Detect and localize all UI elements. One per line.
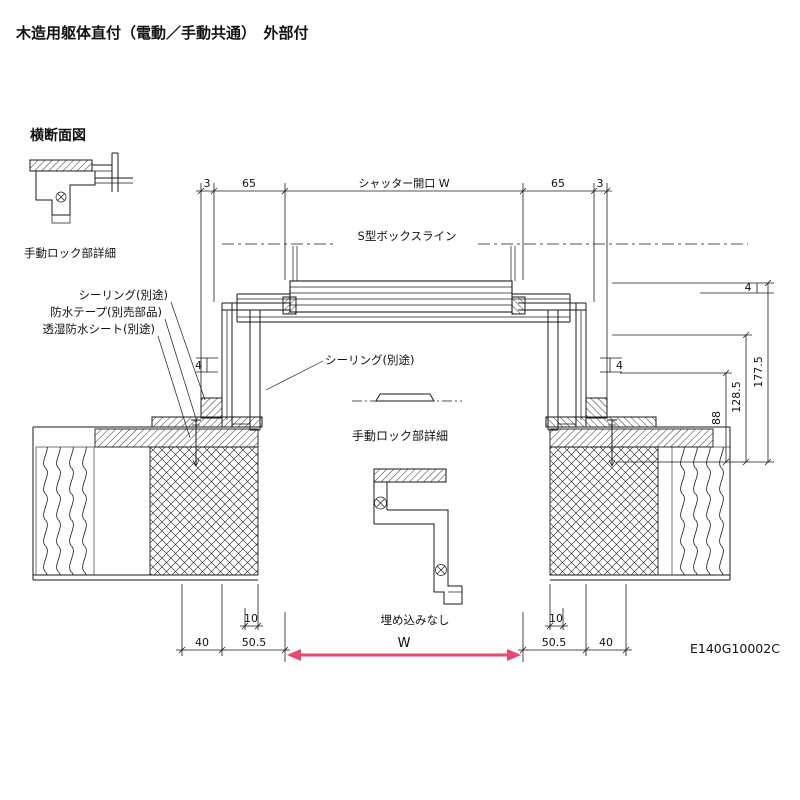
dim-bottom-left-50-5: 50.5 xyxy=(242,636,267,649)
drawing-code: E140G10002C xyxy=(690,641,780,656)
no-embed-label: 埋め込みなし xyxy=(381,613,450,627)
top-dimensions: 3 65 シャッター開口 W 65 3 xyxy=(196,177,612,398)
bottom-dimensions: 10 40 50.5 10 50.5 40 W 埋め込みなし xyxy=(176,584,632,662)
left-wall-section xyxy=(32,426,259,581)
dim-bottom-right-40: 40 xyxy=(599,636,613,649)
callout-moisture-sheet: 透湿防水シート(別途) xyxy=(43,322,155,336)
lock-detail-drawing xyxy=(373,468,463,605)
dim-bottom-left-10: 10 xyxy=(244,612,258,625)
callout-sealing: シーリング(別途) xyxy=(79,288,168,302)
w-arrowhead-right xyxy=(507,649,521,661)
dim-top-right-65: 65 xyxy=(551,177,565,190)
dim-4-top-right: 4 xyxy=(745,281,752,294)
dim-top-right-3: 3 xyxy=(597,177,604,190)
box-line-label: S型ボックスライン xyxy=(358,229,457,243)
callout-waterproof-tape: 防水テープ(別売部品) xyxy=(50,305,162,319)
lock-handle-plan xyxy=(375,393,435,402)
dim-177-5: 177.5 xyxy=(752,356,765,388)
left-callouts: シーリング(別途) 防水テープ(別売部品) 透湿防水シート(別途) xyxy=(43,288,206,439)
shutter-box-assembly xyxy=(236,280,571,323)
dim-bottom-right-50-5: 50.5 xyxy=(542,636,567,649)
dim-gap-4-left: 4 xyxy=(195,359,202,372)
dim-bottom-left-40: 40 xyxy=(195,636,209,649)
w-arrowhead-left xyxy=(287,649,301,661)
small-lock-detail-drawing xyxy=(29,152,133,224)
section-heading: 横断面図 xyxy=(30,127,86,144)
right-dimensions: 4 88 128.5 177.5 4 4 xyxy=(195,279,774,466)
callout-sealing-center: シーリング(別途) xyxy=(325,353,414,367)
small-detail-caption: 手動ロック部詳細 xyxy=(24,246,116,260)
dim-w-label: W xyxy=(398,636,411,651)
dim-top-left-65: 65 xyxy=(242,177,256,190)
right-wall-section xyxy=(549,426,731,581)
dim-128-5: 128.5 xyxy=(730,381,743,413)
dim-top-left-3: 3 xyxy=(204,177,211,190)
dim-gap-4-right: 4 xyxy=(616,359,623,372)
page-title: 木造用躯体直付（電動／手動共通） 外部付 xyxy=(15,24,309,42)
dim-bottom-right-10: 10 xyxy=(549,612,563,625)
dim-88: 88 xyxy=(710,411,723,425)
center-callouts: シーリング(別途) 手動ロック部詳細 xyxy=(265,353,462,443)
dim-opening-label: シャッター開口 W xyxy=(358,177,449,190)
lock-detail-caption: 手動ロック部詳細 xyxy=(352,428,448,443)
